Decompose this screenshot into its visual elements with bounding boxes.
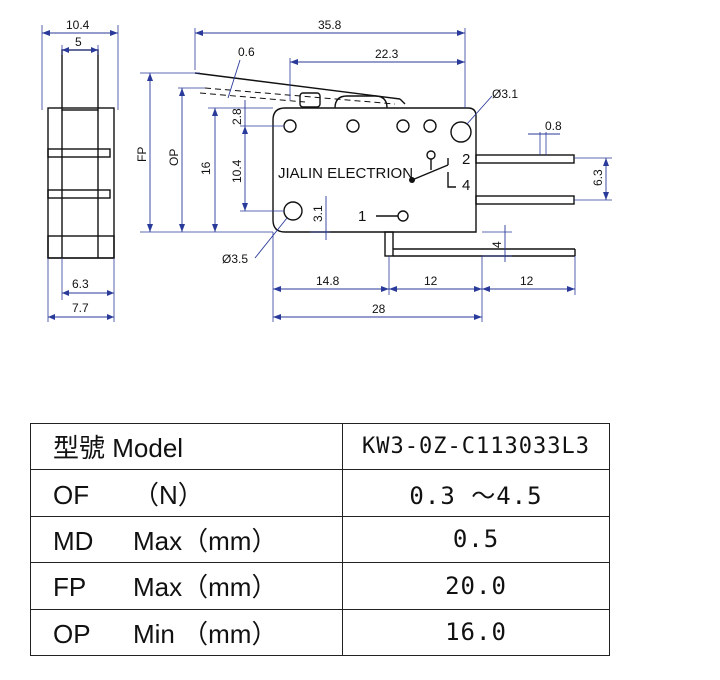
row-value: 0.3 ～4.5 <box>342 469 610 517</box>
table-row: 型號 Model KW3-0Z-C113033L3 <box>30 422 610 471</box>
table-row: OP Min （mm） 16.0 <box>30 608 610 657</box>
dim-hole-3-5-label: Ø3.5 <box>222 252 248 266</box>
label-part: （mm） <box>182 618 278 649</box>
label-part: Max <box>133 572 183 603</box>
table-row: FP Max（mm） 20.0 <box>30 562 610 610</box>
row-value: 16.0 <box>342 608 610 657</box>
label-part: FP <box>53 572 87 603</box>
dim-0-6-label: 0.6 <box>238 45 255 59</box>
label-part: Model <box>112 433 184 464</box>
dim-fp-label: FP <box>135 147 149 162</box>
label-part: Max <box>133 525 183 556</box>
dim-22-3-label: 22.3 <box>375 47 399 61</box>
side-view-dimensions: 10.4 5 6.3 7.7 <box>41 18 119 322</box>
terminal-2-label: 2 <box>462 151 470 168</box>
dim-16-label: 16 <box>199 161 213 175</box>
table-row: OF （N） 0.3 ～4.5 <box>30 469 610 517</box>
row-label: OP Min （mm） <box>30 608 343 657</box>
dim-op-label: OP <box>167 149 181 166</box>
label-part: OF <box>53 479 90 510</box>
dim-10-4-label: 10.4 <box>66 18 90 32</box>
label-part: （mm） <box>182 525 278 556</box>
dim-5-label: 5 <box>75 35 82 49</box>
terminal-1-label: 1 <box>358 208 366 225</box>
dim-14-8-label: 14.8 <box>316 274 340 288</box>
dim-10-4-front-label: 10.4 <box>230 159 244 183</box>
dim-6-3-right-label: 6.3 <box>591 169 605 186</box>
dim-35-8-label: 35.8 <box>318 18 342 32</box>
dim-3-1-label: 3.1 <box>311 205 325 222</box>
brand-label: JIALIN ELECTRION <box>278 165 413 182</box>
label-part: OP <box>53 618 91 649</box>
front-view-dimensions: 35.8 0.6 22.3 Ø3.1 0.8 6.3 FP <box>135 18 612 322</box>
label-part: 型號 <box>53 433 106 464</box>
terminal-4-label: 4 <box>462 177 470 194</box>
label-part: （mm） <box>182 572 278 603</box>
row-label: MD Max（mm） <box>30 515 343 564</box>
dim-6-3-side-label: 6.3 <box>72 277 89 291</box>
dim-2-8-label: 2.8 <box>230 108 244 125</box>
table-row: MD Max（mm） 0.5 <box>30 515 610 564</box>
label-part: Min <box>133 618 175 649</box>
dim-12-b-label: 12 <box>520 274 534 288</box>
dim-0-8-label: 0.8 <box>545 119 562 133</box>
spec-table: 型號 Model KW3-0Z-C113033L3 OF （N） 0.3 ～4.5… <box>30 422 610 657</box>
label-part: （N） <box>133 479 204 510</box>
row-value: KW3-0Z-C113033L3 <box>342 422 610 471</box>
side-view <box>47 49 115 259</box>
label-part: MD <box>53 525 94 556</box>
dim-4-label: 4 <box>490 241 504 248</box>
row-label: FP Max（mm） <box>30 562 343 610</box>
row-value: 0.5 <box>342 515 610 564</box>
dim-7-7-label: 7.7 <box>72 301 89 315</box>
row-value: 20.0 <box>342 562 610 610</box>
dim-12-a-label: 12 <box>424 274 438 288</box>
row-label: 型號 Model <box>30 422 343 471</box>
row-label: OF （N） <box>30 469 343 517</box>
switch-dimension-drawing: 10.4 5 6.3 7.7 <box>41 18 612 322</box>
dim-28-label: 28 <box>372 302 386 316</box>
dim-hole-3-1-label: Ø3.1 <box>492 87 518 101</box>
